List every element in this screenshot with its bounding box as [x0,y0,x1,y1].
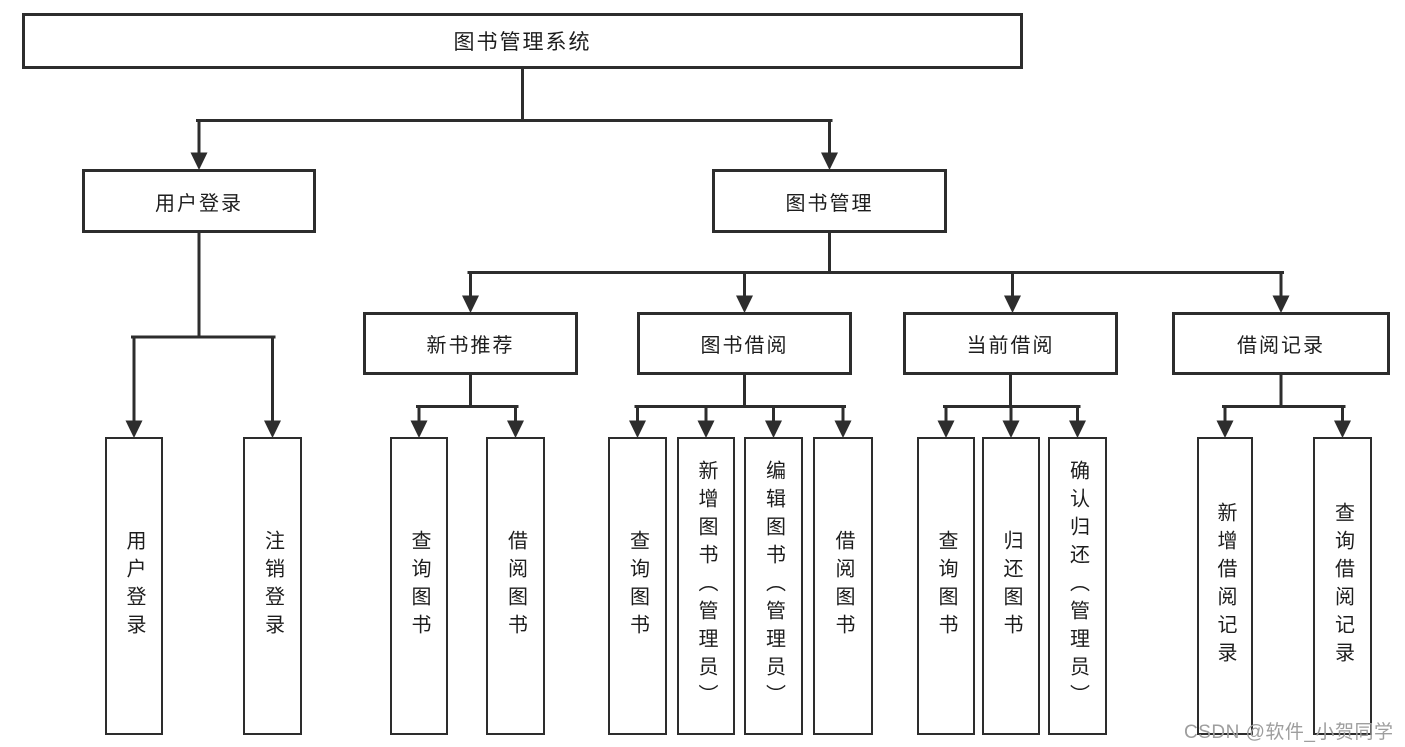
arrowhead-icon [1002,420,1020,438]
leaf-logout-label: 注销登录 [261,530,284,642]
arrowhead-icon [190,152,208,170]
leaf-logout: 注销登录 [243,437,302,735]
node-borrow-records-label: 借阅记录 [1237,335,1325,357]
leaf-current-query-book: 查询图书 [917,437,975,735]
leaf-borrow-book: 借阅图书 [813,437,873,735]
arrowhead-icon [462,295,479,313]
node-borrow-records: 借阅记录 [1172,312,1390,375]
leaf-return-book-label: 归还图书 [1000,530,1022,642]
arrowhead-icon [765,420,782,438]
node-book-borrow-label: 图书借阅 [700,335,789,357]
arrowhead-icon [697,420,715,438]
leaf-query-borrow-record-label: 查询借阅记录 [1331,502,1354,670]
leaf-add-borrow-record-label: 新增借阅记录 [1214,502,1236,670]
arrowhead-icon [1069,420,1086,438]
node-root-label: 图书管理系统 [453,31,592,54]
node-root: 图书管理系统 [22,13,1023,69]
node-book-management-label: 图书管理 [785,192,874,215]
arrowhead-icon [125,420,143,438]
arrowhead-icon [736,295,753,313]
node-new-book-recommend-label: 新书推荐 [426,335,515,357]
arrowhead-icon [937,420,955,438]
csdn-watermark: CSDN @软件_小贺同学 [1184,722,1394,743]
leaf-add-borrow-record: 新增借阅记录 [1197,437,1253,735]
leaf-recommend-query-book-label: 查询图书 [408,530,430,642]
leaf-recommend-query-book: 查询图书 [390,437,448,735]
node-current-borrow: 当前借阅 [903,312,1118,375]
leaf-user-login-label: 用户登录 [123,530,145,642]
node-user-login-label: 用户登录 [155,192,243,215]
arrowhead-icon [264,420,281,438]
arrowhead-icon [834,420,852,438]
leaf-recommend-borrow-book-label: 借阅图书 [504,530,527,642]
leaf-recommend-borrow-book: 借阅图书 [486,437,545,735]
leaf-borrow-book-label: 借阅图书 [832,530,854,642]
node-new-book-recommend: 新书推荐 [363,312,578,375]
leaf-add-book-admin: 新增图书（管理员） [677,437,735,735]
leaf-current-query-book-label: 查询图书 [935,530,957,642]
leaf-edit-book-admin: 编辑图书（管理员） [744,437,803,735]
arrowhead-icon [507,420,524,438]
leaf-edit-book-admin-label: 编辑图书（管理员） [762,460,785,712]
arrowhead-icon [1334,420,1351,438]
leaf-borrow-query-book: 查询图书 [608,437,667,735]
node-user-login: 用户登录 [82,169,316,233]
node-book-borrow: 图书借阅 [637,312,852,375]
arrowhead-icon [410,420,428,438]
leaf-query-borrow-record: 查询借阅记录 [1313,437,1372,735]
arrowhead-icon [1272,295,1290,313]
leaf-confirm-return-admin: 确认归还（管理员） [1048,437,1107,735]
arrowhead-icon [821,152,838,170]
leaf-return-book: 归还图书 [982,437,1040,735]
leaf-user-login: 用户登录 [105,437,163,735]
arrowhead-icon [1004,295,1021,313]
arrowhead-icon [629,420,646,438]
node-current-borrow-label: 当前借阅 [966,335,1055,357]
leaf-borrow-query-book-label: 查询图书 [626,530,649,642]
arrowhead-icon [1216,420,1234,438]
leaf-add-book-admin-label: 新增图书（管理员） [695,460,717,712]
node-book-management: 图书管理 [712,169,947,233]
leaf-confirm-return-admin-label: 确认归还（管理员） [1066,460,1089,712]
